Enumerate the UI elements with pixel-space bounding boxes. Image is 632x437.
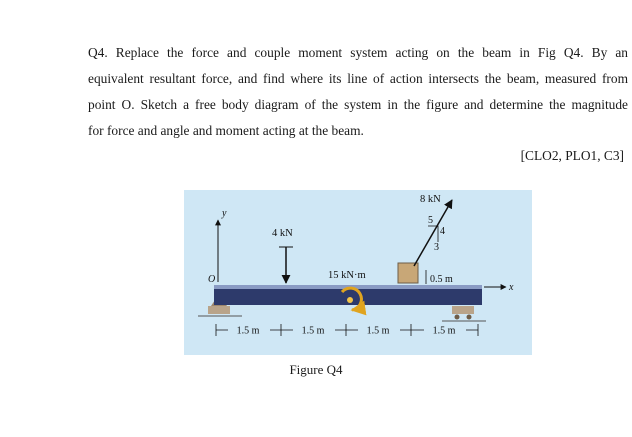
question-line-4: for force and angle and moment acting at… <box>88 123 364 138</box>
y-axis-label: y <box>221 208 227 219</box>
right-roller-support <box>442 306 486 322</box>
question-line-2: equivalent resultant force, and find whe… <box>88 71 628 86</box>
span-dimensions: 1.5 m 1.5 m 1.5 m 1.5 m <box>215 324 479 337</box>
question-line-3: point O. Sketch a free body diagram of t… <box>88 97 628 112</box>
dimension-4: 1.5 m <box>433 326 456 337</box>
beam-figure: y O x 4 kN 15 kN·m <box>184 190 532 355</box>
slope-5-label: 5 <box>428 215 433 226</box>
figure-caption: Figure Q4 <box>289 362 343 377</box>
beam <box>214 285 482 305</box>
clo-reference: [CLO2, PLO1, C3] <box>520 148 624 163</box>
couple-moment-label: 15 kN·m <box>328 270 366 281</box>
origin-label: O <box>208 274 215 285</box>
slope-3-label: 3 <box>434 242 439 253</box>
force-8kn-label: 8 kN <box>420 194 441 205</box>
slope-4-label: 4 <box>440 226 445 237</box>
force-4kn-label: 4 kN <box>272 228 293 239</box>
question-line-1: Q4. Replace the force and couple moment … <box>88 45 628 60</box>
beam-diagram: y O x 4 kN 15 kN·m <box>184 190 532 355</box>
x-axis-label: x <box>508 282 514 293</box>
question-text: Q4. Replace the force and couple moment … <box>88 40 628 144</box>
dimension-1: 1.5 m <box>237 326 260 337</box>
dimension-3: 1.5 m <box>367 326 390 337</box>
couple-moment-arc <box>340 286 367 316</box>
force-block <box>397 262 419 284</box>
slope-triangle: 5 4 3 <box>428 215 445 253</box>
force-8kn-arrow <box>413 199 453 267</box>
dimension-2: 1.5 m <box>302 326 325 337</box>
offset-label: 0.5 m <box>430 274 453 285</box>
